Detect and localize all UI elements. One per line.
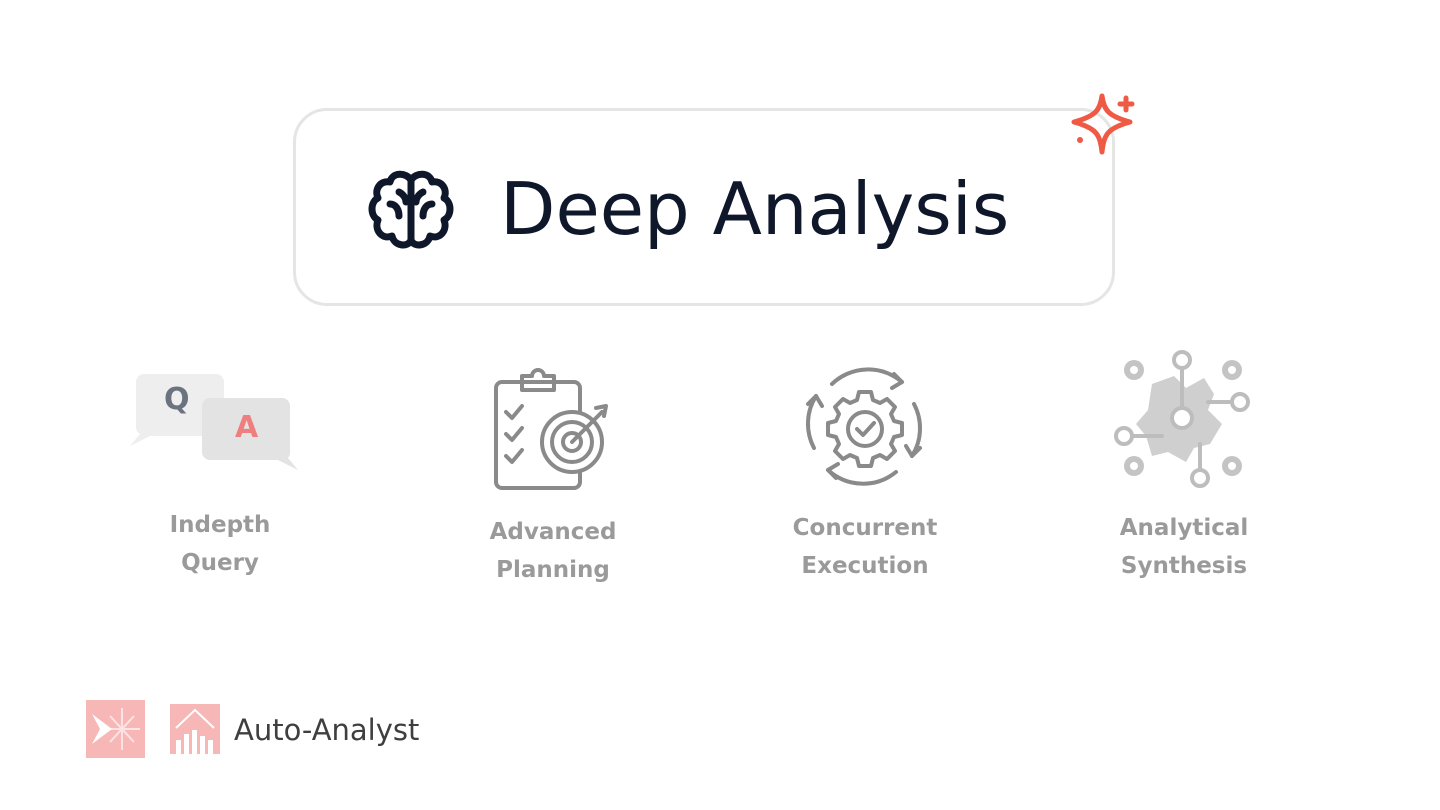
qa-letter-a: A <box>235 410 259 445</box>
feature-label-analytical-synthesis: Analytical Synthesis <box>1119 515 1249 579</box>
hero-title: Deep Analysis <box>500 167 1010 251</box>
feature-label-advanced-planning: Advanced Planning <box>489 519 617 583</box>
feature-label-concurrent-execution: Concurrent Execution <box>792 515 938 579</box>
brand-name: Auto-Analyst <box>234 713 420 747</box>
feature-label-indepth-query: Indepth Query <box>169 512 271 576</box>
brain-icon <box>368 170 454 249</box>
gears-network-icon <box>1114 350 1250 488</box>
gear-cycle-check-icon <box>806 367 922 486</box>
bar-chart-logo-icon <box>170 704 220 754</box>
qa-chat-icon <box>130 374 298 470</box>
qa-letter-q: Q <box>164 382 190 417</box>
clipboard-target-icon <box>494 368 608 490</box>
snowflake-arrow-logo-icon <box>86 700 145 758</box>
sparkle-icon <box>1071 93 1135 155</box>
